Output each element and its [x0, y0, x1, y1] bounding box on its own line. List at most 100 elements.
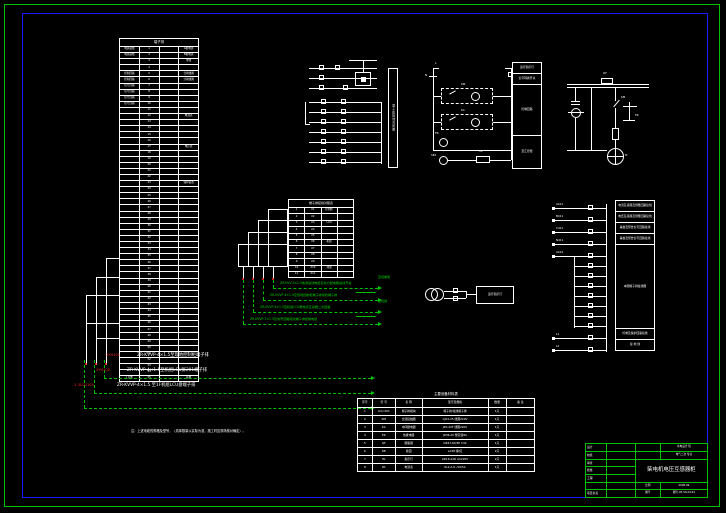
tb-company-1: 水电设计 院	[659, 443, 709, 452]
tb-label-0: 设计	[585, 443, 607, 452]
route-arrow	[371, 376, 375, 380]
outer-frame	[4, 4, 720, 507]
table-cell	[505, 430, 536, 440]
motor-symbol	[607, 148, 624, 165]
table-cell: 1只	[487, 438, 507, 448]
table-cell: SB	[371, 446, 396, 457]
route-arrow	[371, 391, 375, 395]
route-dash	[104, 360, 105, 378]
breaker-symbol	[601, 78, 613, 84]
table-cell: KM	[371, 414, 396, 424]
table-cell: PA	[371, 463, 396, 473]
resistor-symbol	[476, 156, 490, 163]
table-cell	[505, 438, 536, 448]
tb-value-0	[605, 443, 636, 452]
route-dash	[94, 360, 95, 393]
table-row: 38	[119, 271, 199, 279]
table-cell	[505, 422, 536, 432]
green-annotation-0: ZR-KVV-3×2.5电源进线电缆至动力配电箱进线开关	[280, 281, 352, 285]
inner-frame	[22, 13, 708, 498]
step-line	[238, 244, 288, 267]
cable-tag-dot	[95, 363, 97, 365]
bracket-line	[106, 258, 107, 365]
main-table-title: 端子排	[119, 38, 199, 47]
table-cell: DZ47-60/3P C32	[421, 438, 489, 448]
step-line	[253, 267, 254, 279]
green-callout-0: 至控制柜	[378, 275, 391, 279]
tb-value-1	[605, 450, 636, 460]
cable-tag-dot	[105, 363, 107, 365]
material-table-caption: 主要设备材料表	[434, 392, 458, 396]
table-row: 40	[119, 283, 199, 291]
tb-company-2: 电气二次 专业	[659, 450, 709, 460]
table-cell: 1只	[487, 463, 507, 473]
table-cell	[505, 414, 536, 424]
fuse-symbol	[612, 128, 619, 140]
material-table-header: 备 注	[505, 398, 536, 408]
table-cell	[320, 270, 338, 279]
table-cell: 2只	[487, 446, 507, 457]
relay-panel-middle: 控制回路	[512, 84, 542, 136]
tb-label-1: 校核	[585, 450, 607, 460]
step-line	[273, 267, 274, 279]
relay-label-SB1: SB1	[431, 153, 437, 157]
table-cell: KA	[371, 422, 396, 432]
table-cell: 1	[357, 406, 373, 416]
table-cell: X11	[304, 270, 322, 279]
tb-label-3: 批准	[585, 466, 607, 476]
ct-symbol	[431, 288, 444, 301]
right-terminal-strip: A411 B411 C411 N411 A412 L1 L2	[548, 200, 610, 355]
table-cell: FR	[371, 430, 396, 440]
route-dash	[84, 360, 85, 408]
table-cell: CJX2-25 线圈220V	[421, 414, 489, 424]
terminal-label-0: A411	[556, 202, 564, 206]
tb-label-4: 工程	[585, 474, 607, 483]
material-table-header: 型号及规格	[421, 398, 489, 408]
table-cell: JR36-20 整定值8A	[421, 430, 489, 440]
tb-scale-label: 比例	[634, 481, 661, 491]
wiring-diagram-left	[305, 60, 385, 175]
relay-label-KM: KM	[461, 82, 466, 86]
table-cell: 2	[357, 414, 373, 424]
bracket-line	[106, 258, 119, 259]
table-cell: LA38 绿/红	[421, 446, 489, 457]
center-symbol-group: 运行指示灯	[415, 280, 515, 312]
table-cell: 断路器	[394, 438, 423, 448]
relay-label-N: N	[425, 73, 428, 77]
indicator-lamp-1	[439, 138, 448, 147]
table-cell: 1只	[487, 422, 507, 432]
table-cell	[505, 463, 536, 473]
table-cell: AD16-22D AC220V	[421, 455, 489, 465]
pt-symbol	[571, 108, 581, 118]
cable-tag-group: 2YH101 ZR-KVVP-4×1.5至现地控制柜端子排 2YH102 ZR-…	[74, 352, 384, 410]
table-row: 39	[119, 277, 199, 285]
bracket-line	[96, 338, 119, 339]
tb-label-5	[585, 481, 607, 491]
cable-desc-3: ZR-KVVP-4×1.5 至1F机组LCU盘端子排	[117, 383, 196, 388]
table-cell: 6L2-A 0~50/5A	[421, 463, 489, 473]
table-cell: 1只	[487, 406, 507, 416]
relay-label-KA: KA	[461, 108, 465, 112]
tb-blank-0	[634, 443, 661, 452]
bracket-line	[86, 295, 119, 296]
title-block: 设计 水电设计 院 校核 电气二次 专业 审查 柴电机电压互感器柜 批准	[585, 443, 709, 498]
rt-panel-bottom-1: 接 地 线	[615, 339, 655, 351]
right-terminal-description-panel: 电流互感器及测量回路接线 电压互感器及测量回路接线 事故及预告信号回路接线 事故…	[615, 200, 655, 355]
table-cell: HL	[371, 455, 396, 465]
table-cell: 电流表	[394, 463, 423, 473]
tb-label-6: 项目负责	[585, 489, 607, 498]
table-cell: 交流接触器	[394, 414, 423, 424]
table-cell: 8	[357, 463, 373, 473]
route-dash	[104, 378, 371, 379]
table-cell: 指示灯	[394, 455, 423, 465]
table-cell: 5	[357, 438, 373, 448]
table-cell: 端子排/接线端子排	[421, 406, 489, 416]
